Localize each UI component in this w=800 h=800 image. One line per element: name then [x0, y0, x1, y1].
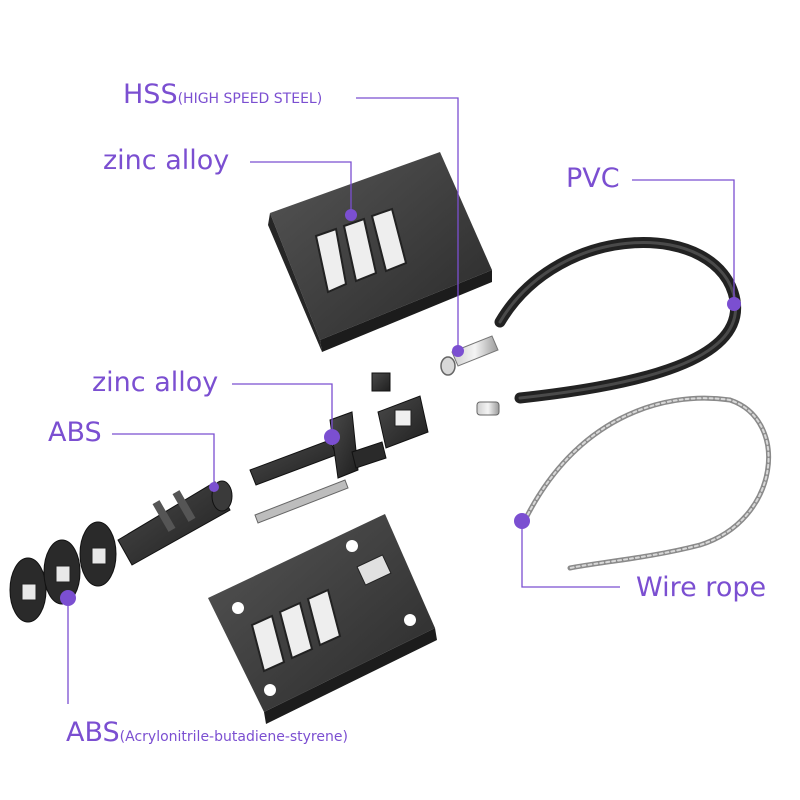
dial-3: [79, 521, 117, 587]
wire-ferrule: [476, 401, 500, 416]
leader-wire-rope: [521, 521, 620, 588]
hss-pin: [440, 335, 499, 376]
dot-pvc: [727, 297, 741, 311]
latch-bar: [249, 411, 387, 486]
dial-1: [9, 557, 47, 623]
dot-abs-bottom: [60, 590, 76, 606]
top-cover-plate: [268, 152, 492, 352]
dot-wire-rope: [514, 513, 530, 529]
marker-dots: [60, 209, 741, 606]
thin-blade: [254, 479, 349, 524]
bottom-base-plate: [208, 514, 437, 724]
label-zinc-alloy-mid: zinc alloy: [92, 367, 219, 398]
label-abs-bottom-sub: (Acrylonitrile-butadiene-styrene): [119, 729, 348, 745]
dot-zinc-mid: [324, 429, 340, 445]
combination-dials: [9, 521, 117, 623]
leader-hss: [356, 97, 459, 348]
pvc-sleeve: [494, 237, 742, 404]
dot-zinc-top: [345, 209, 357, 221]
label-wire-rope: Wire rope: [636, 572, 767, 603]
leader-zinc-top: [250, 161, 352, 215]
wire-rope: [522, 395, 772, 571]
label-pvc: PVC: [566, 163, 620, 194]
label-abs-bottom: ABS(Acrylonitrile-butadiene-styrene): [66, 718, 348, 748]
leader-pvc: [632, 179, 735, 304]
label-hss-main: HSS: [123, 79, 178, 110]
label-abs-mid: ABS: [48, 417, 102, 448]
label-hss-sub: (HIGH SPEED STEEL): [177, 91, 323, 107]
dot-hss: [452, 345, 464, 357]
label-hss: HSS(HIGH SPEED STEEL): [123, 80, 322, 110]
abs-shaft: [117, 480, 233, 566]
leader-lines: [67, 97, 735, 704]
dial-2: [43, 539, 81, 605]
small-block: [371, 372, 391, 392]
label-abs-bottom-main: ABS: [66, 717, 120, 748]
label-zinc-alloy-top: zinc alloy: [103, 145, 230, 176]
shackle-bracket: [377, 395, 429, 449]
leader-zinc-mid: [232, 383, 333, 437]
leader-abs-mid: [112, 433, 215, 487]
dot-abs-mid: [209, 482, 219, 492]
